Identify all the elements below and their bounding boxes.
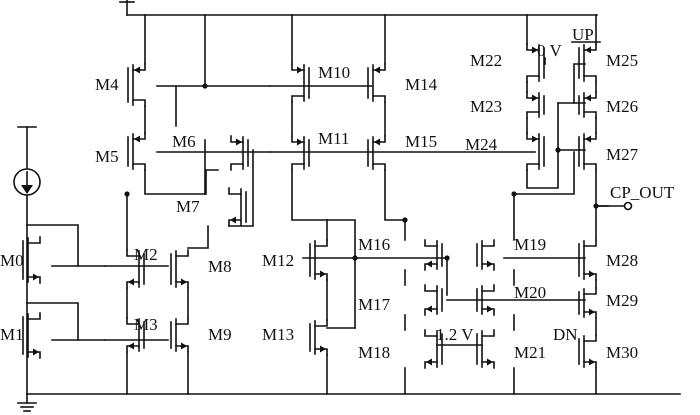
transistor-m24: M24 <box>465 132 545 171</box>
transistor-label: M4 <box>95 75 119 94</box>
transistor-label: M30 <box>606 343 638 362</box>
transistor-label: M22 <box>470 51 502 70</box>
transistor-m16: M16 <box>358 235 443 271</box>
transistor-label: M2 <box>134 245 158 264</box>
wire-31 <box>291 169 356 329</box>
transistor-m27: M27 <box>578 132 639 171</box>
transistor-m7: M7 <box>176 187 247 227</box>
transistor-m13: M13 <box>262 319 328 356</box>
wire-45 <box>513 151 575 241</box>
transistor-label: M17 <box>358 295 391 314</box>
transistor-label: M3 <box>134 315 158 334</box>
transistor-label: M7 <box>176 197 200 216</box>
wire-40 <box>384 169 406 241</box>
transistor-label: M15 <box>405 132 437 151</box>
wire-65 <box>573 63 586 104</box>
transistor-label: M5 <box>95 147 119 166</box>
transistor-label: M29 <box>606 291 638 310</box>
bias-1v2-label: 1.2 V <box>436 325 474 344</box>
transistor-label: M14 <box>405 75 438 94</box>
transistor-m18: M18 <box>358 329 443 369</box>
transistor-label: M20 <box>514 283 546 302</box>
transistor-m25: M25 <box>578 43 638 83</box>
junction-dot <box>124 191 130 197</box>
transistor-label: M8 <box>208 257 232 276</box>
transistor-m12: M12 <box>262 239 328 281</box>
transistor-m5: M5 <box>95 132 146 171</box>
transistor-m17: M17 <box>358 284 443 316</box>
transistor-m10: M10 <box>291 63 350 103</box>
transistor-label: M19 <box>514 235 546 254</box>
transistor-m9: M9 <box>170 317 232 353</box>
transistor-label: M21 <box>514 343 546 362</box>
transistor-label: M0 <box>0 251 24 270</box>
transistor-m20: M20 <box>476 283 546 316</box>
junction-dot <box>202 83 208 89</box>
wire-28 <box>205 169 219 195</box>
up-signal-label: UP <box>572 25 594 44</box>
transistor-m2: M2 <box>126 245 158 289</box>
transistor-m23: M23 <box>470 91 545 119</box>
transistor-m8: M8 <box>170 249 232 289</box>
transistor-label: M10 <box>318 63 350 82</box>
transistor-m1: M1 <box>0 312 41 359</box>
transistor-m15: M15 <box>367 132 437 171</box>
ground-icon <box>17 393 37 412</box>
junction-dot <box>402 217 408 223</box>
wire-5 <box>26 302 79 341</box>
current-source-icon <box>13 168 41 196</box>
transistor-m3: M3 <box>126 315 158 353</box>
transistor-m14: M14 <box>367 63 438 103</box>
transistor-m6: M6 <box>172 132 249 171</box>
junction-dot <box>593 203 599 209</box>
transistor-label: M13 <box>262 325 294 344</box>
dn-signal-label: DN <box>553 325 578 344</box>
transistor-label: M1 <box>0 325 24 344</box>
transistor-m11: M11 <box>291 129 350 171</box>
transistor-m29: M29 <box>578 287 638 319</box>
transistor-label: M11 <box>318 129 350 148</box>
transistor-label: M23 <box>470 97 502 116</box>
transistor-m4: M4 <box>95 63 146 107</box>
wire-15 <box>187 225 209 249</box>
transistor-label: M26 <box>606 97 638 116</box>
transistor-label: M9 <box>208 325 232 344</box>
transistor-m30: M30 <box>578 334 638 369</box>
wire-4 <box>26 224 79 267</box>
transistor-label: M18 <box>358 343 390 362</box>
transistor-label: M27 <box>606 145 639 164</box>
transistor-m28: M28 <box>578 239 638 281</box>
junction-dot <box>555 147 561 153</box>
transistor-label: M12 <box>262 251 294 270</box>
transistor-m22: M22 <box>470 43 545 83</box>
junction-dot <box>352 255 358 261</box>
transistor-label: M6 <box>172 132 196 151</box>
transistor-label: M28 <box>606 251 638 270</box>
transistor-label: M16 <box>358 235 390 254</box>
output-label: CP_OUT <box>610 183 675 202</box>
wire-14 <box>228 149 254 227</box>
transistor-m19: M19 <box>476 235 546 271</box>
transistor-label: M25 <box>606 51 638 70</box>
transistor-label: M24 <box>465 135 498 154</box>
transistor-m26: M26 <box>578 91 638 119</box>
wire-54 <box>526 102 559 189</box>
bias-0v-label: 0 V <box>537 41 562 60</box>
output-terminal <box>623 201 633 211</box>
wire-8 <box>144 169 206 195</box>
junction-dots <box>124 83 599 261</box>
transistor-m0: M0 <box>0 236 41 284</box>
wire-net <box>26 14 681 395</box>
junction-dot <box>444 255 450 261</box>
transistor-m21: M21 <box>476 329 546 369</box>
junction-dot <box>511 191 517 197</box>
